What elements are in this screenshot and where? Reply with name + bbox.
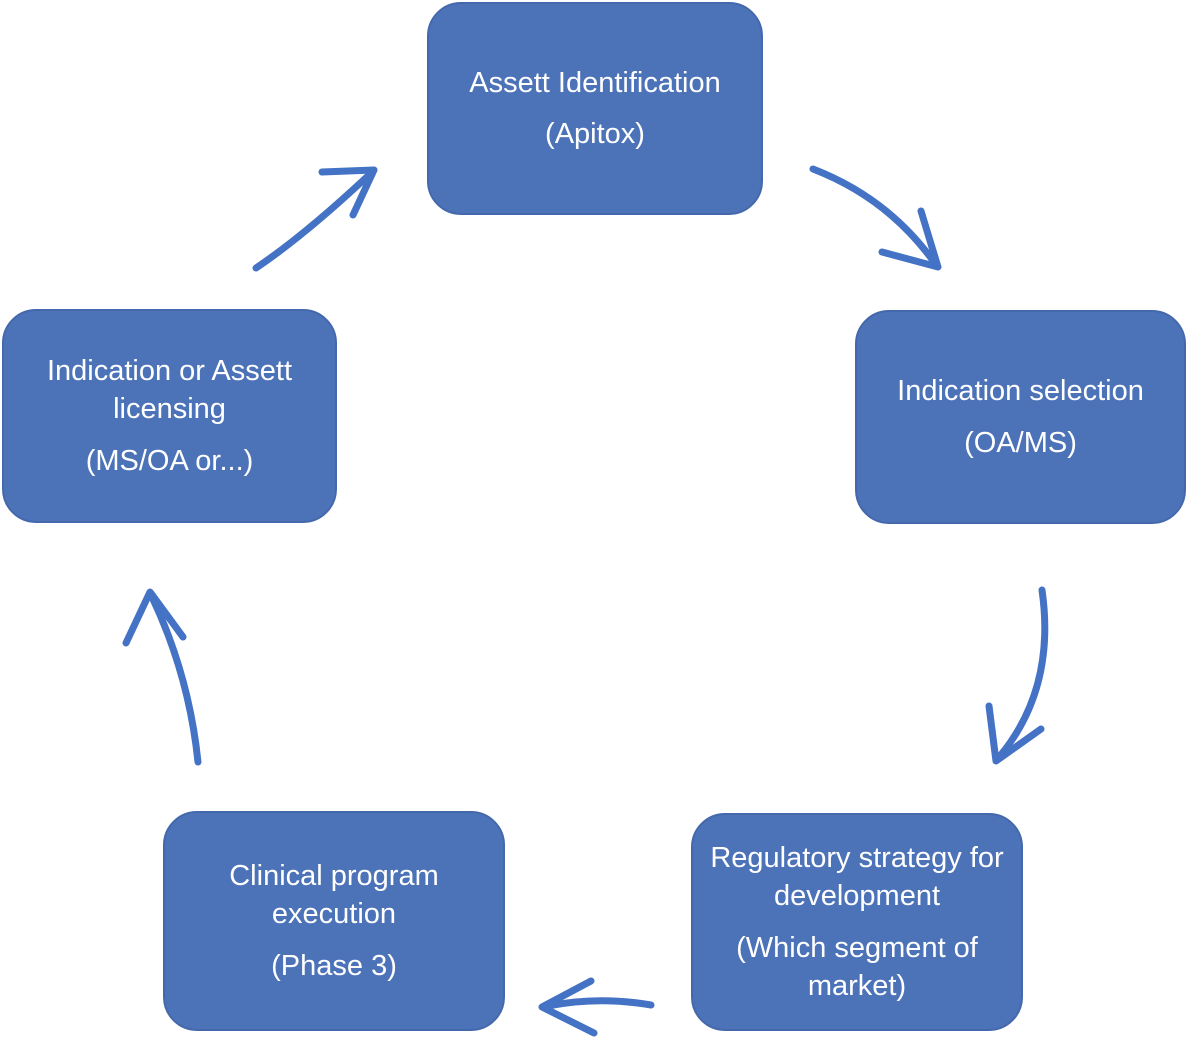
node-clinical-program: Clinical program execution (Phase 3): [163, 811, 505, 1031]
node-indication-selection: Indication selection (OA/MS): [855, 310, 1186, 524]
node-asset-identification: Assett Identification (Apitox): [427, 2, 763, 215]
node-subtitle: (MS/OA or...): [85, 444, 254, 477]
arrow-selection-to-regulatory: [985, 586, 1049, 765]
arrow-licensing-to-identification: [252, 166, 378, 272]
node-title: Clinical program execution: [229, 860, 439, 931]
node-subtitle: (Phase 3): [271, 949, 397, 982]
node-subtitle: (OA/MS): [964, 426, 1077, 459]
node-subtitle: (Which segment of market): [736, 931, 978, 1002]
arrow-clinical-to-licensing: [122, 588, 202, 766]
node-title: Regulatory strategy for development: [710, 841, 1004, 913]
node-title: Indication selection: [897, 375, 1144, 408]
arrow-regulatory-to-clinical: [538, 977, 655, 1037]
node-regulatory-strategy: Regulatory strategy for development (Whi…: [691, 813, 1023, 1031]
node-subtitle: (Apitox): [545, 118, 645, 150]
node-indication-licensing: Indication or Assett licensing (MS/OA or…: [2, 309, 337, 523]
node-title: Indication or Assett licensing: [46, 355, 293, 426]
node-title: Assett Identification: [469, 66, 721, 99]
arrow-identification-to-selection: [809, 165, 942, 271]
